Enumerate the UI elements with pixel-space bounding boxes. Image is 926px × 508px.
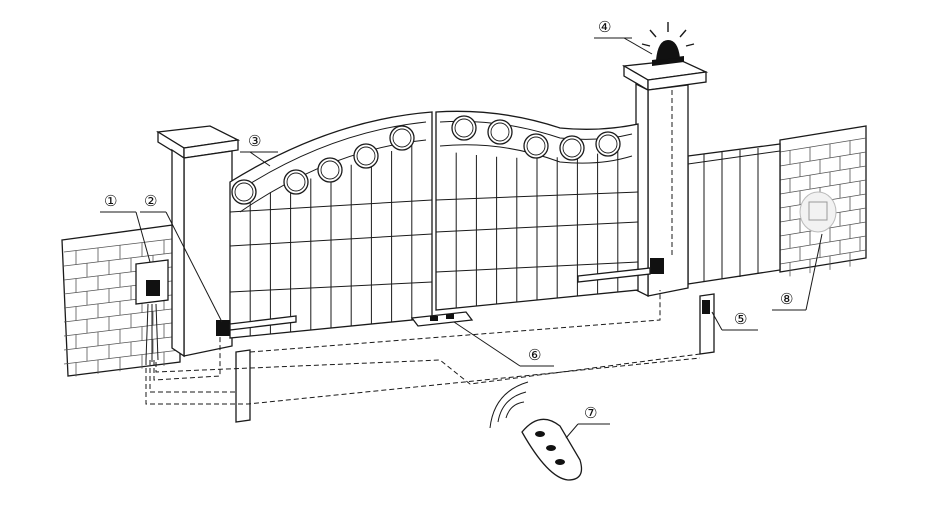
brick-course: [779, 165, 867, 181]
gate-ring-inner: [234, 182, 254, 202]
gate-ring-inner: [490, 122, 510, 142]
gate-ring: [231, 179, 257, 205]
brick-course: [779, 151, 867, 167]
callout-8: ⑧: [780, 290, 793, 308]
callout-7: ⑦: [584, 404, 597, 422]
gate-ring-inner: [454, 118, 474, 138]
remote-control-icon: [489, 381, 583, 481]
control-box: [135, 259, 169, 362]
right-pillar: [621, 59, 709, 298]
warning-lamp-icon: [641, 22, 695, 66]
brick-course: [63, 335, 181, 351]
gate-ring-inner: [598, 134, 618, 154]
gate-ring-inner: [320, 160, 340, 180]
brick-course: [63, 251, 181, 267]
gate-ring: [487, 119, 513, 145]
callout-4: ④: [598, 18, 611, 36]
callout-2: ②: [144, 192, 157, 210]
gate-ring-inner: [286, 172, 306, 192]
callout-leaders: [100, 37, 823, 439]
brick-course: [63, 307, 181, 323]
right-photocell-post: [699, 293, 715, 355]
gate-ring: [389, 125, 415, 151]
gate-ring: [523, 133, 549, 159]
gate-ring: [595, 131, 621, 157]
wiring: [145, 90, 701, 405]
gate-ring: [451, 115, 477, 141]
right-actuator-arm: [577, 258, 664, 283]
gate-ring-inner: [392, 128, 412, 148]
gate-ring: [283, 169, 309, 195]
ground-stop: [410, 311, 474, 327]
left-photocell-post: [235, 349, 251, 423]
callout-6: ⑥: [528, 346, 541, 364]
gate-ring: [317, 157, 343, 183]
gate-right-leaf: [435, 110, 639, 311]
gate-ring-inner: [356, 146, 376, 166]
brick-course: [63, 321, 181, 337]
brick-course: [779, 235, 867, 251]
brick-course: [779, 179, 867, 195]
fence-panel: [687, 143, 781, 285]
keypad-icon: [799, 191, 837, 233]
callout-5: ⑤: [734, 310, 747, 328]
brick-course: [63, 237, 181, 253]
gate-left-leaf: [229, 111, 433, 339]
gate-ring-inner: [562, 138, 582, 158]
left-pillar: [156, 125, 241, 358]
gate-ring-inner: [526, 136, 546, 156]
callout-1: ①: [104, 192, 117, 210]
brick-course: [63, 349, 181, 365]
gate-ring: [559, 135, 585, 161]
callout-3: ③: [248, 132, 261, 150]
gate-ring: [353, 143, 379, 169]
brick-course: [779, 137, 867, 153]
brick-course: [779, 249, 867, 265]
callout-labels: ① ② ③ ④ ⑤ ⑥ ⑦ ⑧: [104, 18, 793, 422]
left-actuator-arm: [216, 315, 297, 336]
